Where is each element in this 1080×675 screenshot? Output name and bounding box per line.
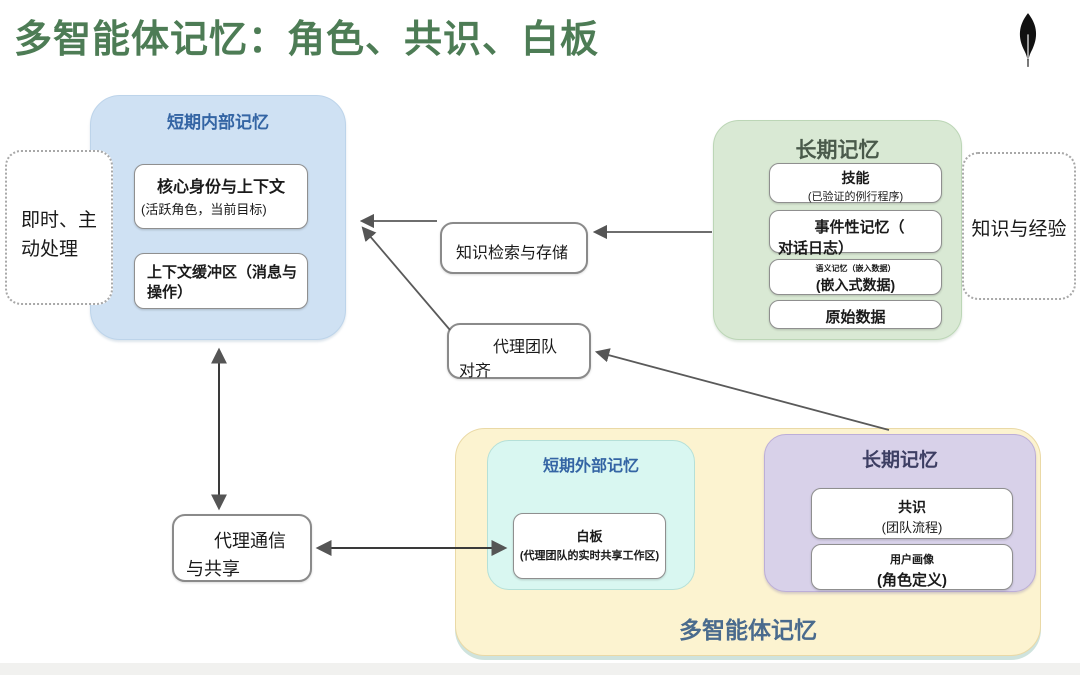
card-consensus: 共识 (团队流程) [811, 488, 1013, 539]
panel-title: 长期记忆 [795, 139, 880, 162]
panel-title: 短期外部记忆 [542, 458, 639, 475]
box-knowledge-retrieval-storage: 知识检索与存储 [440, 222, 588, 274]
panel-short-term-internal-memory: 短期内部记忆 核心身份与上下文 (活跃角色，当前目标) 上下文缓冲区（消息与操作… [90, 95, 346, 340]
box-label: 知识与经验 [971, 219, 1067, 240]
card-subtitle: (活跃角色，当前目标) [141, 202, 267, 217]
box-knowledge-experience: 知识与经验 [962, 152, 1076, 300]
box-label-line1: 代理团队 [493, 339, 558, 356]
box-label-line1: 代理通信 [214, 531, 286, 551]
box-immediate-processing: 即时、主动处理 [5, 150, 113, 305]
box-agent-communication-sharing: 代理通信 与共享 [172, 514, 312, 582]
bottom-strip [0, 663, 1080, 675]
card-core-identity: 核心身份与上下文 (活跃角色，当前目标) [134, 164, 308, 229]
card-raw-data: 原始数据 [769, 300, 942, 329]
mongodb-leaf-icon [1019, 13, 1037, 67]
card-title: 事件性记忆（ [814, 219, 905, 236]
arrow-shared-to-alignment [594, 348, 890, 431]
panel-title: 长期记忆 [861, 450, 938, 471]
box-label: 知识检索与存储 [456, 245, 569, 262]
card-episodic-memory: 事件性记忆（ 对话日志） [769, 210, 942, 257]
card-title: 技能 [841, 170, 870, 186]
card-title: 白板 [576, 529, 603, 544]
page-title: 多智能体记忆：角色、共识、白板 [14, 19, 600, 61]
card-subtitle: (团队流程) [881, 520, 943, 535]
card-note: 用户画像 [890, 554, 934, 566]
card-title: (角色定义) [877, 572, 947, 589]
card-title: 上下文缓冲区（消息与操作） [147, 264, 298, 302]
card-note: 语义记忆（嵌入数据） [815, 264, 896, 273]
box-label-line2: 与共享 [186, 559, 240, 579]
card-whiteboard: 白板 (代理团队的实时共享工作区) [513, 513, 666, 579]
card-context-buffer: 上下文缓冲区（消息与操作） [134, 253, 308, 309]
card-user-profile: 用户画像 (角色定义) [811, 544, 1013, 590]
card-title: 核心身份与上下文 [156, 179, 285, 196]
card-title: (嵌入式数据) [815, 277, 896, 293]
box-label: 即时、主动处理 [21, 210, 98, 260]
box-agent-team-alignment: 代理团队 对齐 [447, 323, 591, 380]
panel-long-term-shared-memory: 长期记忆 共识 (团队流程) 用户画像 (角色定义) [764, 434, 1036, 592]
panel-title: 短期内部记忆 [167, 113, 269, 132]
card-subtitle: 对话日志） [778, 240, 854, 257]
card-subtitle: (已验证的例行程序) [807, 191, 904, 203]
card-semantic-memory: 语义记忆（嵌入数据） (嵌入式数据) [769, 259, 942, 295]
panel-title: 多智能体记忆 [679, 617, 817, 643]
panel-short-term-external-memory: 短期外部记忆 白板 (代理团队的实时共享工作区) [487, 440, 695, 590]
card-title: 共识 [898, 499, 926, 515]
card-subtitle: (代理团队的实时共享工作区) [519, 550, 660, 562]
arrow-alignment-to-internal [361, 226, 451, 331]
panel-long-term-memory: 长期记忆 技能 (已验证的例行程序) 事件性记忆（ 对话日志） 语义记忆（嵌入数… [713, 120, 962, 340]
card-skills: 技能 (已验证的例行程序) [769, 163, 942, 203]
card-title: 原始数据 [825, 309, 886, 326]
box-label-line2: 对齐 [459, 363, 492, 380]
